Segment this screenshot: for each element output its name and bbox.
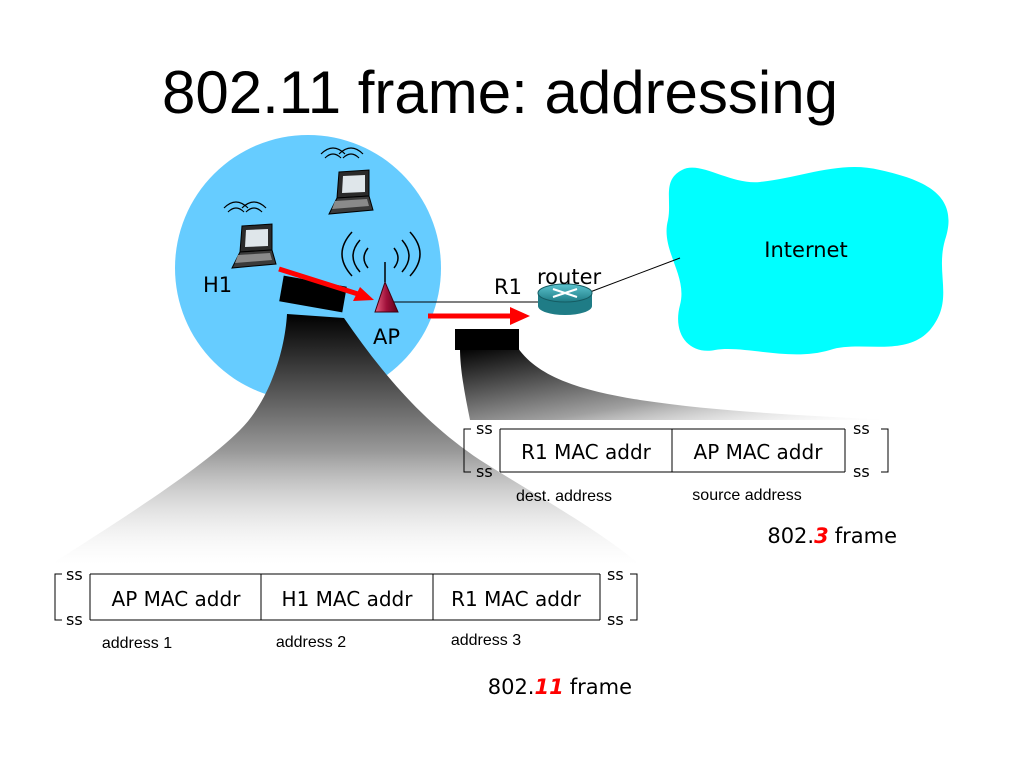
frame-8023-source-caption: source address [692, 487, 801, 504]
frame-80211-break-mark: ss [607, 565, 624, 584]
h1-label: H1 [203, 273, 232, 297]
frame-8023-dest-caption: dest. address [516, 488, 612, 505]
router-internet-link [589, 257, 681, 293]
wireless-hop-arrow [278, 266, 374, 301]
frame-80211-address2-field: H1 MAC addr [282, 587, 414, 611]
frame-8023-source-field: AP MAC addr [694, 440, 824, 464]
frame-8023-number: 3 [814, 524, 829, 548]
frame-80211-break-mark: ss [607, 610, 624, 629]
router-icon [537, 283, 593, 315]
access-point-icon [341, 231, 421, 313]
wired-hop-arrow [428, 307, 530, 325]
frame-8023-break-mark: ss [853, 419, 870, 438]
slide-title: 802.11 frame: addressing [162, 59, 838, 126]
router-label: router [537, 265, 601, 289]
frame-8023-break-mark: ss [476, 462, 493, 481]
internet-label: Internet [764, 238, 847, 262]
r1-label: R1 [494, 275, 522, 299]
frame-8023-break-mark: ss [476, 419, 493, 438]
ap-label: AP [373, 325, 400, 349]
frame-8023-break-mark: ss [853, 462, 870, 481]
frame-80211-address3-field: R1 MAC addr [451, 587, 582, 611]
bss-circle [175, 135, 441, 401]
frame-80211-number: 11 [534, 675, 563, 699]
internet-cloud [666, 167, 949, 355]
wired-packet-icon [455, 329, 519, 350]
frame-80211: ss ss ss ss AP MAC addr H1 MAC addr R1 M… [54, 565, 638, 699]
frame-80211-address1-caption: address 1 [102, 635, 172, 652]
frame-8023-cone [460, 348, 888, 420]
frame-80211-address3-caption: address 3 [451, 632, 521, 649]
frame-8023-dest-field: R1 MAC addr [521, 440, 652, 464]
frame-80211-address1-field: AP MAC addr [112, 587, 242, 611]
laptop-icon [320, 147, 374, 215]
frame-8023: ss ss ss ss R1 MAC addr AP MAC addr dest… [463, 419, 897, 548]
laptop-h1-icon [223, 201, 277, 269]
frame-80211-cone [50, 314, 640, 565]
frame-80211-break-mark: ss [66, 610, 83, 629]
frame-80211-break-mark: ss [66, 565, 83, 584]
frame-80211-address2-caption: address 2 [276, 634, 346, 651]
